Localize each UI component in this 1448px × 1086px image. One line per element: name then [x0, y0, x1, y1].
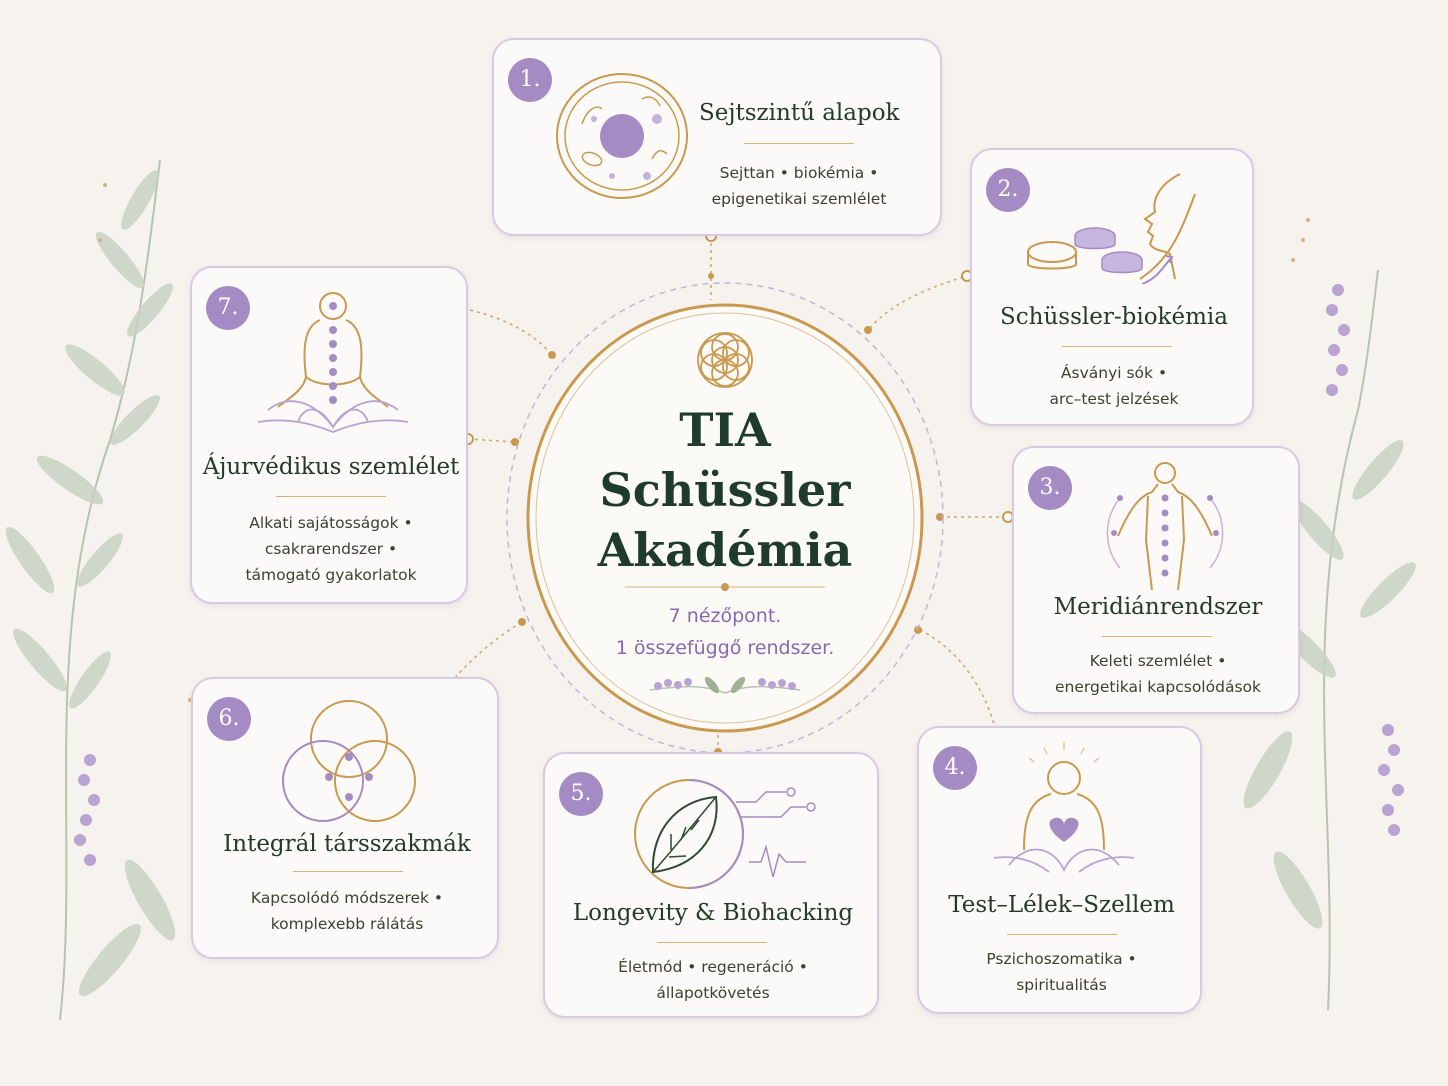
- botanical-decoration-left-icon: [5, 159, 192, 1021]
- card-1-divider: [744, 143, 854, 144]
- card-4-title: Test–Lélek–Szellem: [948, 892, 1175, 918]
- center-title-line2: Schüssler: [599, 463, 851, 517]
- card-3-meridian-system: 3. Meridiánrendszer Keleti szemlélet • e…: [1012, 446, 1300, 714]
- card-4-desc-line2: spiritualitás: [1016, 976, 1107, 994]
- botanical-decoration-right-icon: [1243, 218, 1416, 1011]
- card-6-number: 6.: [207, 697, 251, 741]
- center-tagline-line1: 7 nézőpont.: [668, 605, 782, 627]
- card-2-schussler-biochemistry: 2. Schüssler-biokémia Ásványi sók • arc–…: [970, 148, 1254, 426]
- card-7-desc-line3: támogató gyakorlatok: [245, 566, 417, 584]
- card-2-title: Schüssler-biokémia: [1000, 304, 1228, 330]
- flower-of-life-icon: [697, 332, 753, 388]
- card-1-desc: Sejttan • biokémia • epigenetikai szemlé…: [699, 160, 899, 212]
- card-6-desc-line1: Kapcsolódó módszerek •: [250, 889, 444, 907]
- card-4-desc-line1: Pszichoszomatika •: [986, 950, 1137, 968]
- card-5-number: 5.: [559, 772, 603, 816]
- heart-person-lotus-icon: [993, 742, 1135, 873]
- card-6-desc-line2: komplexebb rálátás: [270, 915, 424, 933]
- card-6-desc: Kapcsolódó módszerek • komplexebb rálátá…: [203, 885, 491, 937]
- card-5-title: Longevity & Biohacking: [572, 900, 854, 926]
- leaf-heartbeat-icon: [634, 779, 816, 889]
- card-1-desc-line2: epigenetikai szemlélet: [711, 190, 887, 208]
- lavender-sprig-icon: [649, 676, 801, 694]
- center-title: TIA Schüssler Akadémia: [560, 400, 890, 580]
- card-7-ayurvedic-view: 7. Ájurvédikus szemlélet Alkati sajátoss…: [190, 266, 468, 604]
- center-title-line1: TIA: [679, 403, 771, 457]
- card-1-number: 1.: [508, 58, 552, 102]
- card-3-desc-line2: energetikai kapcsolódások: [1055, 678, 1261, 696]
- center-title-line3: Akadémia: [597, 523, 853, 577]
- card-5-divider: [657, 942, 767, 943]
- meridian-body-icon: [1106, 462, 1224, 591]
- card-3-title: Meridiánrendszer: [1053, 594, 1263, 620]
- card-7-desc-line1: Alkati sajátosságok •: [249, 514, 413, 532]
- card-5-desc: Életmód • regeneráció • állapotkövetés: [555, 954, 871, 1006]
- card-6-divider: [293, 871, 403, 872]
- card-7-divider: [276, 496, 386, 497]
- card-5-desc-line2: állapotkövetés: [656, 984, 770, 1002]
- card-2-desc-line1: Ásványi sók •: [1060, 364, 1168, 382]
- cell-icon: [556, 73, 688, 199]
- card-4-body-soul-spirit: 4. Test–Lélek–Szellem Pszichoszomatika •…: [917, 726, 1202, 1014]
- card-3-number: 3.: [1028, 466, 1072, 510]
- card-1-desc-line1: Sejttan • biokémia •: [719, 164, 879, 182]
- center-emblem: [506, 282, 944, 754]
- venn-circles-icon: [282, 700, 416, 822]
- card-7-desc-line2: csakrarendszer •: [264, 540, 398, 558]
- card-7-desc: Alkati sajátosságok • csakrarendszer • t…: [202, 510, 460, 588]
- card-6-integral-professions: 6. Integrál társszakmák Kapcsolódó módsz…: [191, 677, 499, 959]
- card-5-desc-line1: Életmód • regeneráció •: [618, 958, 808, 976]
- card-2-desc: Ásványi sók • arc–test jelzések: [982, 360, 1246, 412]
- card-4-number: 4.: [933, 746, 977, 790]
- card-7-title: Ájurvédikus szemlélet: [202, 454, 460, 480]
- card-7-number: 7.: [206, 286, 250, 330]
- card-6-title: Integrál társszakmák: [223, 831, 471, 857]
- card-2-desc-line2: arc–test jelzések: [1049, 390, 1179, 408]
- card-2-number: 2.: [986, 168, 1030, 212]
- card-1-cellular-basics: 1. Sejtszintű alapok Sejttan • biokémia …: [492, 38, 942, 236]
- center-tagline: 7 nézőpont. 1 összefüggő rendszer.: [560, 600, 890, 664]
- card-3-desc: Keleti szemlélet • energetikai kapcsolód…: [1024, 648, 1292, 700]
- meditating-chakra-icon: [258, 292, 408, 433]
- mineral-salts-face-icon: [1027, 173, 1196, 284]
- card-1-title: Sejtszintű alapok: [699, 100, 900, 126]
- card-2-divider: [1062, 346, 1172, 347]
- card-3-desc-line1: Keleti szemlélet •: [1089, 652, 1227, 670]
- card-4-divider: [1007, 934, 1117, 935]
- card-4-desc: Pszichoszomatika • spiritualitás: [929, 946, 1194, 998]
- center-tagline-line2: 1 összefüggő rendszer.: [615, 637, 835, 659]
- card-5-longevity-biohacking: 5. Longevity & Biohacking Életmód • rege…: [543, 752, 879, 1018]
- card-3-divider: [1102, 636, 1212, 637]
